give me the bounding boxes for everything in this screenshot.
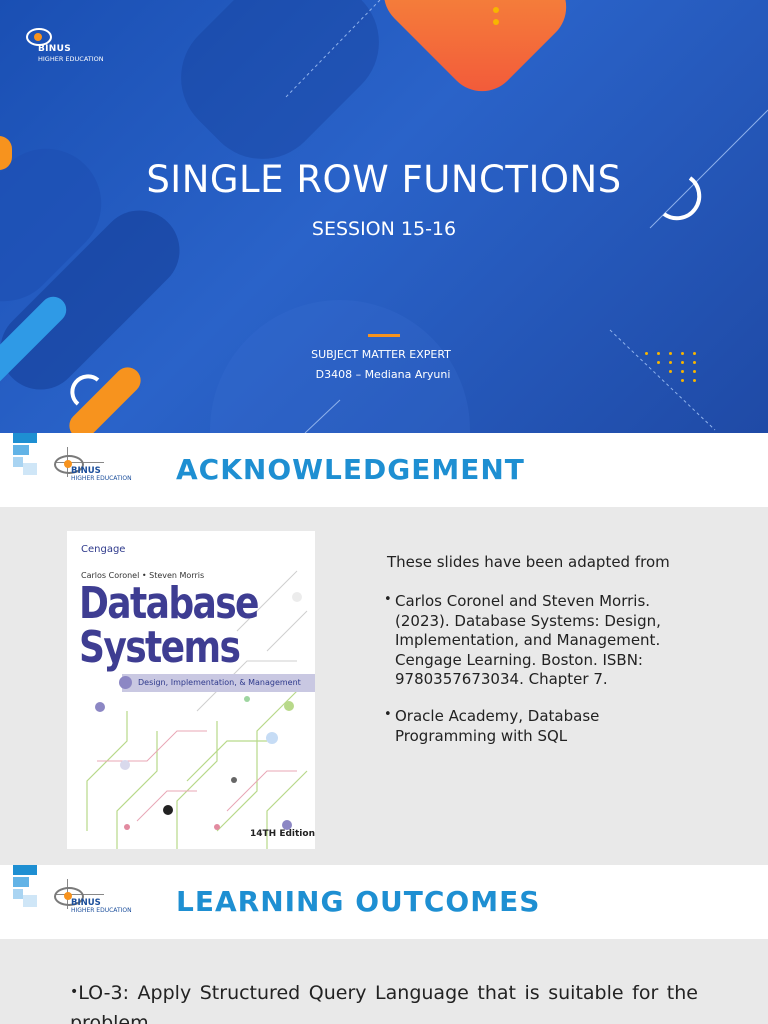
binus-logo: BINUS HIGHER EDUCATION <box>54 877 140 917</box>
header-blocks <box>13 865 37 907</box>
header-blocks <box>13 433 37 475</box>
author-label: D3408 – Mediana Aryuni <box>315 368 451 381</box>
slide-header: BINUS HIGHER EDUCATION LEARNING OUTCOMES <box>0 865 768 939</box>
slide-header: BINUS HIGHER EDUCATION ACKNOWLEDGEMENT <box>0 433 768 507</box>
dot-grid <box>645 352 705 382</box>
decor-shape <box>0 136 12 170</box>
acknowledgement-slide: BINUS HIGHER EDUCATION ACKNOWLEDGEMENT <box>0 433 768 865</box>
binus-logo: BINUS HIGHER EDUCATION <box>54 445 140 485</box>
divider <box>368 334 400 337</box>
book-publisher: Cengage <box>81 544 126 555</box>
intro-text: These slides have been adapted from <box>387 553 670 571</box>
book-authors: Carlos Coronel • Steven Morris <box>81 571 205 580</box>
slide-heading: LEARNING OUTCOMES <box>176 885 541 918</box>
book-title-line1: Database <box>79 578 260 629</box>
slide-heading: ACKNOWLEDGEMENT <box>176 453 525 486</box>
learning-outcomes-slide: BINUS HIGHER EDUCATION LEARNING OUTCOMES… <box>0 865 768 1024</box>
decor-lines <box>70 0 768 433</box>
book-edition: 14TH Edition <box>250 829 315 839</box>
learning-outcome-item: •LO-3: Apply Structured Query Language t… <box>70 982 698 1024</box>
title-slide: BINUS HIGHER EDUCATION SINGLE ROW FUNCTI… <box>0 0 768 433</box>
slide-title: SINGLE ROW FUNCTIONS <box>146 158 622 201</box>
book-title-line2: Systems <box>79 622 241 673</box>
book-network-art <box>86 570 308 849</box>
session-label: SESSION 15-16 <box>311 218 457 240</box>
book-subtitle: Design, Implementation, & Management <box>138 678 301 687</box>
sme-label: SUBJECT MATTER EXPERT <box>311 348 451 361</box>
book-cover: Cengage Carlos Coronel • Steven Morris D… <box>67 531 315 849</box>
